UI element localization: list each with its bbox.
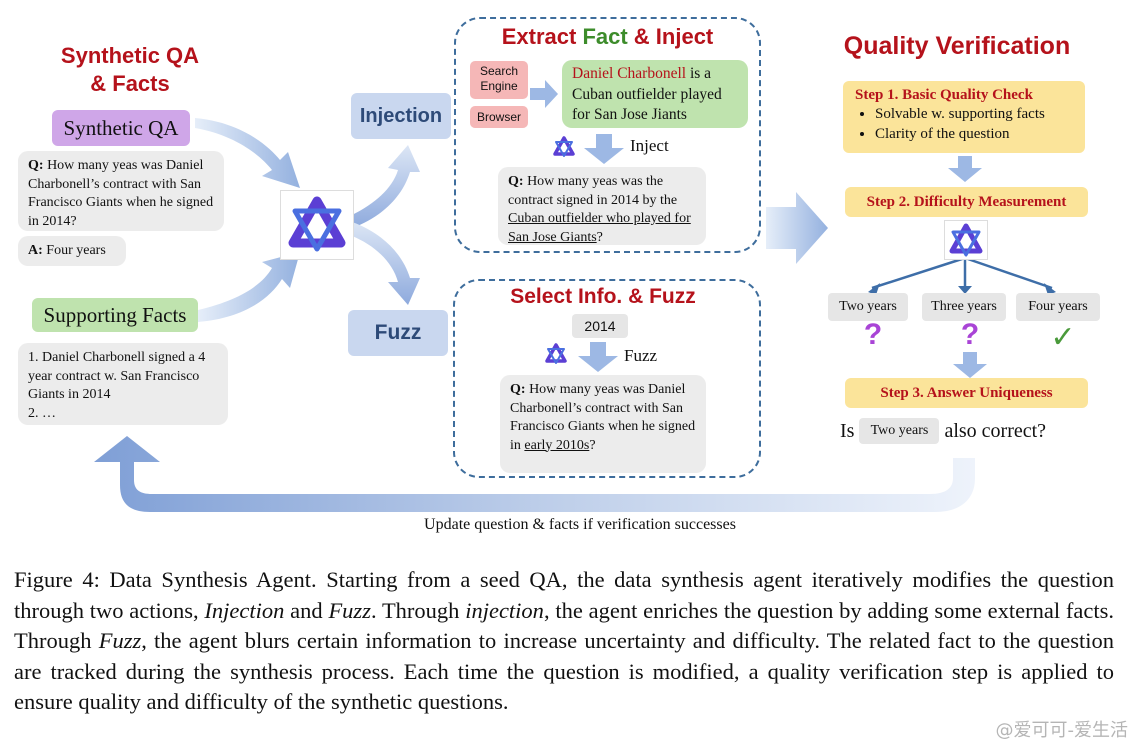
fuzz-panel: [453, 279, 761, 478]
seed-answer-text: Four years: [42, 243, 106, 258]
caption-italic-3: injection: [465, 597, 544, 623]
step1-bullet-1: Solvable w. supporting facts: [875, 104, 1073, 124]
left-title: Synthetic QA & Facts: [20, 42, 240, 98]
injected-question-bubble: Q: How many yeas was the contract signed…: [498, 167, 706, 245]
arrow-step1-to-step2: [948, 156, 982, 182]
feedback-loop-label: Update question & facts if verification …: [424, 516, 736, 533]
answer-branches: [871, 256, 1053, 290]
step3-title: Step 3. Answer Uniqueness: [845, 378, 1088, 408]
fuzzed-question-bubble: Q: How many yeas was Daniel Charbonell’s…: [500, 375, 706, 473]
inject-question-prefix: Q:: [508, 174, 524, 189]
inject-title-c: & Inject: [627, 24, 714, 49]
caption-part-1: Figure 4: Data Synthesis Agent. Starting…: [14, 567, 1114, 623]
uniqueness-is: Is: [840, 420, 855, 442]
arrow-facts-to-agent: [198, 252, 300, 322]
year-chip: 2014: [572, 314, 628, 338]
fact-rest: is a Cuban outfielder played for San Jos…: [572, 65, 722, 123]
caption-italic-2: Fuzz: [328, 597, 371, 623]
arrow-fuzz-down: [578, 342, 618, 372]
answer-option-3: Four years: [1016, 293, 1100, 321]
seed-answer-bubble: A: Four years: [18, 236, 126, 266]
answer-prefix: A:: [28, 243, 43, 258]
fuzz-question-underlined: early 2010s: [524, 437, 590, 453]
fuzz-question-prefix: Q:: [510, 382, 526, 397]
answer-option-1: Two years: [828, 293, 908, 321]
step1-title: Step 1. Basic Quality Check: [855, 87, 1033, 103]
arrow-to-verification: [766, 192, 828, 264]
question-mark-icon-2: ?: [960, 318, 980, 351]
figure-caption: Figure 4: Data Synthesis Agent. Starting…: [14, 565, 1114, 718]
seed-question-text: How many yeas was Daniel Charbonell’s co…: [28, 158, 214, 229]
arrow-inject-down: [584, 134, 624, 164]
fuzz-question-plain: How many yeas was Daniel Charbonell’s co…: [510, 382, 696, 453]
inject-question-underlined: Cuban outfielder who played for San Jose…: [508, 211, 691, 245]
inject-panel-title: Extract Fact & Inject: [454, 24, 761, 50]
uniqueness-chip: Two years: [859, 418, 940, 444]
fuzz-question-end: ?: [589, 437, 596, 453]
caption-part-5: , the agent blurs certain information to…: [14, 628, 1114, 714]
inject-title-b: Fact: [582, 24, 628, 49]
check-icon: ✓: [1050, 320, 1076, 355]
feedback-loop-arrow: [94, 436, 975, 512]
arrow-to-step3: [953, 352, 987, 378]
arrow-agent-to-fuzz: [352, 222, 420, 305]
search-engine-tool: Search Engine: [470, 61, 528, 99]
left-title-line2: & Facts: [90, 71, 170, 96]
seed-question-bubble: Q: How many yeas was Daniel Charbonell’s…: [18, 151, 224, 231]
caption-part-4: , the agent enriches the question by add…: [14, 597, 1114, 654]
fact-entity: Daniel Charbonell: [572, 65, 687, 82]
supporting-facts-label: Supporting Facts: [32, 298, 198, 332]
fuzz-action-label: Fuzz: [348, 310, 448, 356]
inject-question-plain: How many yeas was the contract signed in…: [508, 174, 678, 208]
left-title-line1: Synthetic QA: [60, 43, 200, 68]
inject-panel: [454, 17, 761, 253]
arrow-search-to-fact: [530, 80, 558, 108]
fuzz-panel-title: Select Info. & Fuzz: [510, 285, 696, 308]
caption-italic-4: Fuzz: [98, 628, 142, 653]
agent-verify-icon: [944, 220, 988, 260]
question-prefix: Q:: [28, 158, 44, 173]
external-fact-box: Daniel Charbonell is a Cuban outfielder …: [562, 60, 748, 128]
fact-item-2: 2. …: [28, 405, 56, 421]
question-mark-icon-1: ?: [863, 318, 883, 351]
synthetic-qa-label: Synthetic QA: [52, 110, 190, 146]
step1-bullet-2: Clarity of the question: [875, 124, 1073, 144]
caption-part-3: . Through: [370, 597, 466, 623]
fuzz-step-label: Fuzz: [624, 346, 658, 365]
step1-box: Step 1. Basic Quality Check Solvable w. …: [843, 81, 1085, 153]
watermark: @爱可可-爱生活: [995, 720, 1129, 741]
caption-italic-1: Injection: [204, 597, 285, 623]
injection-action-label: Injection: [351, 93, 451, 139]
uniqueness-question: Is Two years also correct?: [840, 418, 1090, 446]
supporting-facts-bubble: 1. Daniel Charbonell signed a 4 year con…: [18, 343, 228, 425]
caption-part-2: and: [284, 597, 329, 623]
agent-logo-icon: [280, 190, 354, 260]
flow-arrows: [94, 80, 1056, 512]
verification-title: Quality Verification: [843, 32, 1071, 60]
arrow-agent-to-injection: [352, 145, 420, 228]
agent-small-icon: [552, 135, 576, 159]
arrow-qa-to-agent: [195, 118, 300, 188]
inject-title-a: Extract: [501, 24, 583, 49]
inject-question-end: ?: [596, 229, 603, 245]
uniqueness-rest: also correct?: [944, 420, 1047, 442]
inject-step-label: Inject: [630, 136, 669, 155]
agent-small-icon-2: [544, 342, 568, 366]
browser-tool: Browser: [470, 106, 528, 128]
step2-title: Step 2. Difficulty Measurement: [845, 187, 1088, 217]
fact-item-1: 1. Daniel Charbonell signed a 4 year con…: [28, 350, 206, 402]
answer-option-2: Three years: [922, 293, 1006, 321]
